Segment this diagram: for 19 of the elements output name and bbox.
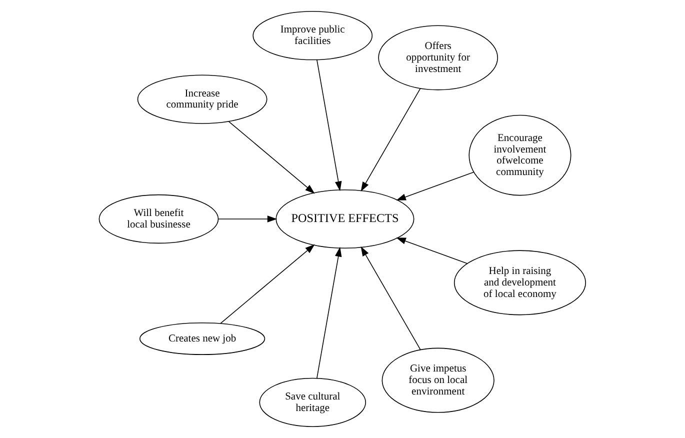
arrow — [218, 216, 278, 222]
node-ellipse: Will benefit local businesse — [98, 194, 219, 244]
arrow — [396, 172, 474, 200]
node-ellipse: Offers opportunity for investment — [378, 25, 498, 90]
arrow — [396, 238, 468, 264]
arrow — [316, 246, 342, 379]
node-ellipse: Improve public facilities — [252, 11, 373, 60]
node-ellipse: Encourage involvement ofwelcome community — [468, 114, 572, 196]
node-ellipse: Give impetus focus on local environment — [382, 348, 494, 413]
arrow — [316, 59, 342, 192]
arrow — [228, 121, 315, 194]
arrow — [360, 88, 421, 192]
node-ellipse: Help in raising and development of local economy — [454, 250, 586, 316]
node-ellipse: POSITIVE EFFECTS — [276, 189, 414, 249]
node-ellipse: Creates new job — [139, 322, 266, 355]
node-ellipse: Increase community pride — [137, 74, 268, 124]
arrow — [360, 246, 421, 350]
arrow — [220, 244, 315, 324]
node-ellipse: Save cultural heritage — [259, 378, 366, 427]
